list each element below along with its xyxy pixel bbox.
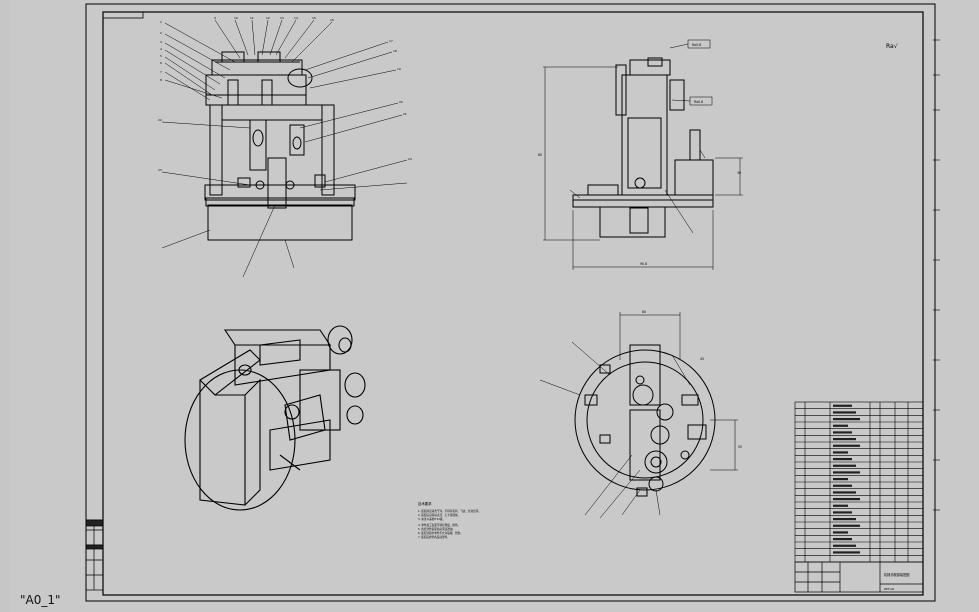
roughness-symbol: Ra√ <box>886 43 898 50</box>
parts-list-row-text <box>833 504 848 507</box>
top-angle-dim: 45 <box>700 357 704 361</box>
notes-line-6: 6. 装配过程中零件不允许磕碰、划伤。 <box>418 531 463 535</box>
title-block-code: ZPT-00 <box>884 587 894 591</box>
svg-text:16: 16 <box>330 18 334 22</box>
svg-text:17: 17 <box>389 39 393 43</box>
parts-list-row-text <box>833 458 852 461</box>
side-right-dim: 36 <box>737 171 741 175</box>
parts-list-row-text <box>833 518 856 521</box>
left-margin <box>0 0 10 612</box>
front-view <box>204 51 356 241</box>
svg-text:6: 6 <box>160 61 162 65</box>
svg-text:20: 20 <box>399 100 403 104</box>
notes-line-2: 2. 装配后应转动灵活，无卡滞现象。 <box>418 513 460 517</box>
svg-text:24: 24 <box>408 157 412 161</box>
svg-text:12: 12 <box>266 16 270 20</box>
top-right-dim: 55 <box>738 445 742 449</box>
parts-list-row-text <box>833 511 852 514</box>
svg-text:2: 2 <box>160 31 162 35</box>
svg-text:19: 19 <box>397 67 401 71</box>
notes-line-1: 1. 装配前应清洗干净，不得有毛刺、飞边、氧化皮等。 <box>418 509 481 513</box>
isometric-view <box>184 325 366 511</box>
parts-list <box>794 401 924 563</box>
top-view <box>574 344 716 497</box>
side-height-dim: 85 <box>538 153 542 157</box>
parts-list-row-text <box>833 411 856 414</box>
side-callout-2: Ra0.8 <box>694 100 703 104</box>
top-view-dimensions <box>539 312 738 519</box>
title-block-name: 机械手腕部装配图 <box>884 572 910 577</box>
sheet-size-label: "A0_1" <box>20 593 61 607</box>
svg-text:23: 23 <box>158 168 162 172</box>
notes-line-5: 5. 各密封件装配前必须浸透油。 <box>418 527 455 531</box>
svg-text:8: 8 <box>160 78 162 82</box>
parts-list-row-text <box>833 431 852 434</box>
svg-text:15: 15 <box>312 16 316 20</box>
notes-line-3: 3. 未注公差按IT12级。 <box>418 517 445 521</box>
svg-text:7: 7 <box>160 70 162 74</box>
left-stamp-block <box>85 519 104 591</box>
side-callout-1: Ra0.8 <box>692 43 701 47</box>
svg-text:10: 10 <box>234 16 238 20</box>
side-view-dimensions <box>543 39 743 270</box>
svg-text:13: 13 <box>280 16 284 20</box>
parts-list-row-text <box>833 531 848 534</box>
svg-text:4: 4 <box>160 47 162 51</box>
parts-list-row-text <box>833 418 860 421</box>
svg-text:22: 22 <box>158 118 162 122</box>
parts-list-row-text <box>833 491 856 494</box>
parts-list-row-text <box>833 498 860 501</box>
parts-list-row-text <box>833 538 852 541</box>
parts-list-row-text <box>833 451 848 454</box>
parts-list-row-text <box>833 464 856 467</box>
svg-text:18: 18 <box>393 49 397 53</box>
svg-text:1: 1 <box>160 20 162 24</box>
side-view <box>572 57 714 238</box>
parts-list-row-text <box>833 471 860 474</box>
parts-list-row-text <box>833 544 856 547</box>
parts-list-row-text <box>833 478 848 481</box>
top-width-dim: 80 <box>642 310 646 314</box>
svg-text:14: 14 <box>294 16 298 20</box>
notes-line-7: 7. 装配后检查各运动部件。 <box>418 535 450 539</box>
title-block <box>794 561 924 593</box>
svg-text:5: 5 <box>160 54 162 58</box>
parts-list-row-text <box>833 424 848 427</box>
parts-list-row-text <box>833 404 852 407</box>
parts-list-row-text <box>833 524 860 527</box>
svg-text:9: 9 <box>214 16 216 20</box>
svg-text:11: 11 <box>250 16 254 20</box>
parts-list-row-text <box>833 484 852 487</box>
technical-notes: 技术要求 1. 装配前应清洗干净，不得有毛刺、飞边、氧化皮等。 2. 装配后应转… <box>418 501 481 539</box>
parts-list-row-text <box>833 444 860 447</box>
notes-title: 技术要求 <box>418 501 432 506</box>
parts-list-row-text <box>833 551 860 554</box>
side-width-dim: 90.8 <box>640 262 647 266</box>
svg-text:3: 3 <box>160 40 162 44</box>
parts-list-row-text <box>833 438 856 441</box>
svg-text:21: 21 <box>403 112 407 116</box>
notes-line-4: 4. 零件加工表面不得有划痕、擦伤。 <box>418 523 460 527</box>
